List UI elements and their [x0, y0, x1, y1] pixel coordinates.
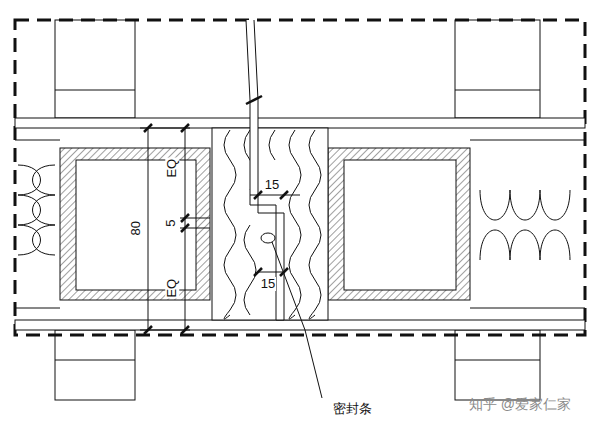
frame-members	[55, 20, 540, 400]
door-leaf	[246, 20, 284, 320]
dimension-lines	[140, 96, 300, 334]
seal-strip	[261, 233, 275, 243]
insulation	[18, 165, 570, 260]
dimension-value: 15	[264, 178, 280, 192]
watermark: 知乎 @爱家仁家	[468, 397, 572, 412]
dimension-value: EQ	[165, 278, 179, 299]
wood-core	[212, 128, 328, 320]
dimension-value: 5	[165, 218, 179, 227]
part-label: 密封条	[332, 402, 373, 416]
leader-line	[272, 242, 322, 398]
dimension-value: EQ	[165, 158, 179, 179]
dimension-value: 80	[129, 220, 143, 236]
dimension-value: 15	[260, 277, 276, 291]
cut-boundary	[15, 20, 585, 335]
board-layers	[15, 118, 585, 330]
